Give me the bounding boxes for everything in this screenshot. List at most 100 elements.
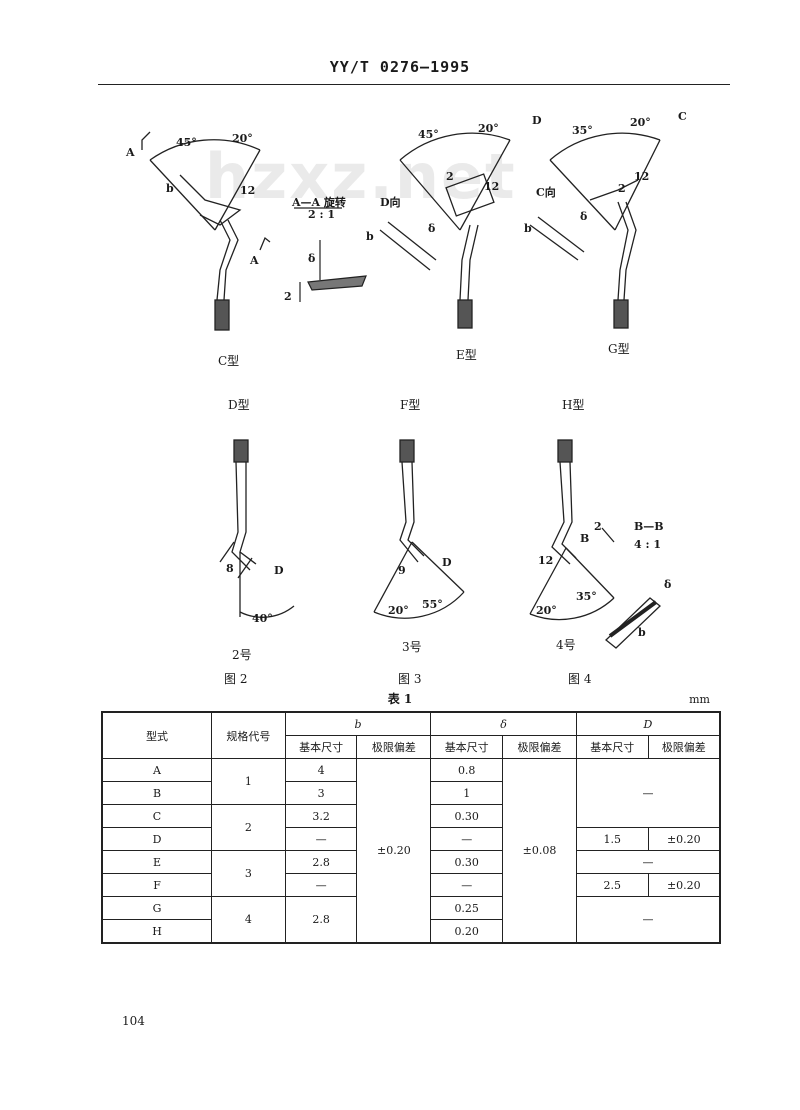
g-view-label: C向	[536, 186, 556, 199]
d-dim-D: D	[274, 564, 284, 577]
h-dim-delta: δ	[664, 578, 672, 591]
cell-b: —	[284, 827, 358, 851]
angle-45-label: 45°	[176, 136, 197, 149]
cell-b-tol: ±0.20	[356, 758, 432, 944]
section-aa-title: A—A 旋转	[292, 196, 346, 209]
g-dim-2: 2	[618, 182, 626, 195]
cell-b: 2.8	[284, 896, 358, 944]
d-dim-8: 8	[226, 562, 234, 575]
col-type: 型式	[101, 711, 213, 759]
section-aa-dim-2: 2	[284, 290, 292, 303]
h-number: 4号	[556, 638, 576, 652]
cell-delta: 1	[430, 781, 504, 805]
figure-f-type: F型 9 D 20° 55° 3号 图 3	[360, 392, 510, 692]
table-caption: 表 1	[387, 692, 413, 706]
delta-basic-header: 基本尺寸	[430, 735, 504, 759]
h-section-scale: 4 : 1	[634, 538, 662, 551]
cell-spec: 2	[211, 804, 286, 851]
e-dim-b: b	[366, 230, 374, 243]
cell-delta-tol: ±0.08	[502, 758, 577, 944]
e-d-mark: D	[532, 114, 542, 127]
figure-g-drawing	[529, 132, 661, 329]
cell-type: B	[101, 781, 213, 805]
group-delta: δ	[430, 711, 577, 736]
figure-f-drawing	[373, 439, 465, 619]
figure-g-type-label: G型	[608, 342, 630, 356]
cell-D-tol: ±0.20	[647, 873, 721, 897]
e-dim-delta: δ	[428, 222, 436, 235]
figure-e-type: D 45° 20° D向 2 12 b δ E型	[360, 110, 542, 370]
f-angle-20: 20°	[388, 604, 409, 617]
d-number: 2号	[232, 648, 252, 662]
table-header-row: 型式 规格代号 b δ D	[101, 711, 721, 759]
figure-d-type-label: D型	[228, 398, 250, 412]
cell-spec: 1	[211, 758, 286, 805]
figure-4-caption: 图 4	[568, 672, 592, 686]
f-dim-D: D	[442, 556, 452, 569]
cell-D-basic: 1.5	[575, 827, 649, 851]
figure-e-drawing	[379, 132, 511, 329]
e-view-label: D向	[380, 196, 401, 209]
table-row: E 3 2.8 0.30 —	[101, 850, 721, 897]
view-a-bottom-label: A	[250, 254, 259, 267]
cell-b: 3.2	[284, 804, 358, 828]
g-angle-35: 35°	[572, 124, 593, 137]
e-dim-12: 12	[484, 180, 500, 193]
h-section-title: B—B	[634, 520, 664, 533]
h-dim-b: b	[638, 626, 646, 639]
view-a-top-label: A	[126, 146, 135, 159]
standard-number: YY/T 0276—1995	[329, 58, 471, 76]
cell-delta: 0.30	[430, 850, 504, 874]
cell-spec: 3	[211, 850, 286, 897]
g-dim-12: 12	[634, 170, 650, 183]
cell-type: F	[101, 873, 213, 897]
cell-spec: 4	[211, 896, 286, 944]
table-unit: mm	[689, 693, 710, 706]
cell-delta: 0.20	[430, 919, 504, 944]
group-D: D	[575, 711, 721, 736]
figure-c-type-label: C型	[218, 354, 240, 368]
f-dim-9: 9	[398, 564, 406, 577]
figure-3-caption: 图 3	[398, 672, 422, 686]
angle-20-label: 20°	[232, 132, 253, 145]
table-row: C 2 3.2 0.30	[101, 804, 720, 851]
table-row: G 4 2.8 0.25 —	[101, 896, 721, 944]
cell-type: H	[101, 919, 213, 944]
figure-2-caption: 图 2	[224, 672, 248, 686]
b-tol-header: 极限偏差	[356, 735, 432, 759]
cell-delta: —	[430, 827, 504, 851]
group-b: b	[284, 711, 432, 736]
cell-b: 4	[284, 758, 358, 782]
cell-type: A	[101, 758, 213, 782]
figure-d-drawing	[219, 439, 295, 618]
cell-type: G	[101, 896, 213, 920]
D-tol-header: 极限偏差	[647, 735, 721, 759]
col-spec: 规格代号	[211, 711, 286, 759]
figure-f-type-label: F型	[400, 398, 421, 412]
figure-c-type: A A 45° 20° b 12 C型	[120, 120, 290, 370]
figure-c-drawing	[141, 131, 271, 331]
cell-delta: —	[430, 873, 504, 897]
f-number: 3号	[402, 640, 422, 654]
table-row: B 3 1	[101, 781, 720, 805]
watermark: hzxz.net	[205, 140, 517, 213]
spec-table: 型式 规格代号 b δ D 基本尺寸 极限偏差 基本尺寸 极限偏差 基本尺寸 极…	[101, 711, 721, 944]
figure-h-type: H型 2 B 12 B—B 4 : 1 20° 35° δ b 4号 图 4	[510, 392, 710, 692]
section-aa: A—A 旋转 2 : 1 δ 2	[280, 190, 380, 310]
cell-D-basic: 2.5	[575, 873, 649, 897]
table-row: H 0.20	[101, 919, 720, 944]
cell-D-tol: ±0.20	[647, 827, 721, 851]
e-angle-20: 20°	[478, 122, 499, 135]
cell-b: 2.8	[284, 850, 358, 874]
h-angle-35: 35°	[576, 590, 597, 603]
cell-b: 3	[284, 781, 358, 805]
g-c-mark: C	[678, 110, 687, 123]
table-row: D — — 1.5 ±0.20	[101, 827, 721, 851]
section-aa-scale: 2 : 1	[308, 208, 336, 221]
g-dim-delta: δ	[580, 210, 588, 223]
cell-delta: 0.25	[430, 896, 504, 920]
figure-e-type-label: E型	[456, 348, 477, 362]
cell-delta: 0.8	[430, 758, 504, 782]
cell-type: D	[101, 827, 213, 851]
g-angle-20: 20°	[630, 116, 651, 129]
